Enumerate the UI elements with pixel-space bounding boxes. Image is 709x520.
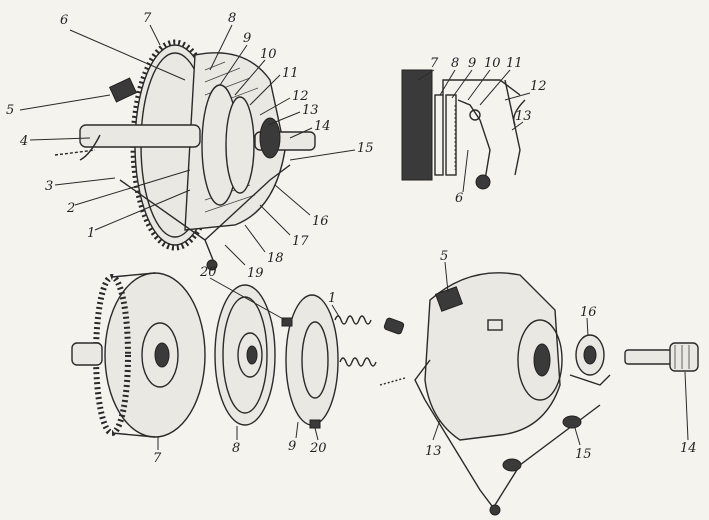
pedal-pad	[108, 77, 138, 103]
label-s11: 11	[506, 56, 523, 71]
exploded-spring-bottom	[339, 357, 377, 367]
label-a4: 4	[19, 134, 28, 149]
label-a18: 18	[267, 251, 284, 266]
label-s9: 9	[468, 56, 476, 71]
label-a9: 9	[243, 31, 251, 46]
schematic-view	[401, 69, 526, 190]
label-a11: 11	[282, 66, 299, 81]
label-e20b: 20	[309, 441, 327, 456]
label-a16: 16	[312, 214, 329, 229]
label-s10: 10	[484, 56, 501, 71]
label-e14: 14	[680, 441, 697, 456]
label-a1: 1	[87, 226, 95, 241]
schematic-flywheel	[401, 69, 433, 181]
label-e15: 15	[575, 447, 592, 462]
label-a10: 10	[260, 47, 277, 62]
assembled-leaders	[19, 24, 356, 266]
label-a3: 3	[45, 179, 53, 194]
label-a2: 2	[66, 201, 75, 216]
label-s8: 8	[451, 56, 459, 71]
assembled-label-group: 6 7 8 9 10 11 12 13 14 15 16 17 18 19 1 …	[6, 11, 374, 281]
label-e13: 13	[425, 444, 442, 459]
exploded-lug-top	[281, 317, 293, 327]
label-s12: 12	[530, 79, 547, 94]
exploded-lug-bottom	[309, 419, 321, 429]
label-a17: 17	[292, 234, 309, 249]
schematic-cover	[442, 79, 521, 96]
exploded-cover	[424, 272, 561, 441]
schematic-label-group: 7 8 9 10 11 12 13 6	[430, 56, 547, 206]
label-e1: 1	[328, 291, 336, 306]
exploded-rod	[494, 404, 601, 506]
input-shaft	[79, 124, 201, 148]
exploded-cover-window	[487, 319, 503, 331]
friction-disc	[225, 96, 255, 194]
label-a6: 6	[60, 13, 68, 28]
exploded-view	[71, 272, 699, 516]
exploded-small-block	[383, 317, 405, 335]
label-e8: 8	[232, 441, 240, 456]
exploded-label-group: 20 1 7 8 9 20 5 16 13 15 14	[153, 249, 697, 466]
exploded-stub-shaft	[71, 342, 103, 366]
label-s13: 13	[515, 109, 532, 124]
label-e20a: 20	[199, 265, 217, 280]
exploded-pedal-pad	[434, 286, 464, 312]
label-a8: 8	[228, 11, 236, 26]
label-e9: 9	[288, 439, 296, 454]
exploded-splined-shaft	[624, 349, 676, 365]
label-s6: 6	[455, 191, 463, 206]
exploded-shaft-head	[669, 342, 699, 372]
exploded-leaders	[157, 261, 689, 450]
exploded-spring-top	[334, 315, 372, 325]
label-s7: 7	[430, 56, 439, 71]
label-a12: 12	[292, 89, 309, 104]
label-e7: 7	[153, 451, 162, 466]
exploded-lever	[424, 399, 496, 511]
label-e5: 5	[440, 249, 448, 264]
label-a14: 14	[314, 119, 331, 134]
label-e16: 16	[580, 305, 597, 320]
label-a13: 13	[302, 103, 319, 118]
label-a5: 5	[6, 103, 14, 118]
exploded-pressure-plate	[285, 294, 339, 426]
schematic-lever	[479, 119, 491, 181]
label-a19: 19	[247, 266, 264, 281]
schematic-leaders	[417, 69, 531, 193]
release-bearing	[259, 117, 281, 159]
schematic-disc	[434, 94, 444, 176]
label-a7: 7	[143, 11, 152, 26]
assembled-clutch	[54, 39, 316, 271]
label-a15: 15	[357, 141, 374, 156]
